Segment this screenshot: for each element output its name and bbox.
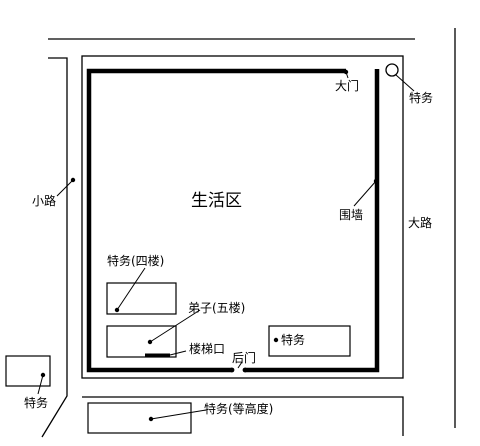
compound-boundary	[81, 55, 404, 379]
label-wall: 围墙	[339, 208, 363, 222]
dot-disciple-fifth-floor	[147, 339, 153, 345]
labels: 生活区 大门 特务 围墙 大路 小路 特务(四楼) 弟子(五楼) 楼梯口 后门 …	[24, 78, 433, 416]
corner-agent-circle	[385, 63, 399, 77]
label-back-gate: 后门	[232, 350, 256, 365]
leader-agent-left	[37, 374, 44, 395]
label-agent-same-height: 特务(等高度)	[204, 401, 273, 416]
building-agent-right	[268, 325, 351, 357]
building-agent-same-height	[87, 402, 192, 434]
dot-agent-left	[40, 372, 46, 378]
label-agent-right-building: 特务	[281, 332, 305, 347]
leader-corner-agent	[395, 74, 415, 92]
leader-path	[56, 179, 74, 197]
left-path-outer-line	[41, 57, 68, 438]
building-agent-left	[5, 355, 51, 387]
dot-back-gate-right	[242, 367, 248, 373]
label-road: 大路	[408, 215, 432, 230]
roads	[41, 28, 456, 438]
leader-agent-fourth-floor	[116, 267, 146, 311]
label-corner-agent: 特务	[409, 90, 433, 105]
dot-wall	[373, 178, 379, 184]
dot-main-gate	[343, 69, 349, 75]
dot-agent-same-height	[148, 416, 154, 422]
building-disciple-fifth-floor	[106, 325, 177, 358]
label-agent-fourth-floor: 特务(四楼)	[107, 253, 164, 268]
leader-lines	[37, 71, 415, 420]
compound-wall	[86, 68, 380, 373]
wall-segment-left	[86, 68, 346, 373]
marker-dots	[40, 69, 379, 422]
label-agent-left: 特务	[24, 395, 48, 410]
leader-stairwell	[169, 350, 187, 356]
dot-agent-fourth-floor	[114, 307, 120, 313]
label-path: 小路	[32, 193, 56, 208]
label-stairwell: 楼梯口	[189, 341, 225, 356]
buildings	[5, 282, 351, 434]
leader-disciple-fifth-floor	[149, 309, 201, 343]
label-main-gate: 大门	[335, 78, 359, 93]
leader-back-gate	[237, 361, 243, 369]
label-disciple-fifth-floor: 弟子(五楼)	[188, 300, 245, 315]
wall-segment-right	[245, 69, 380, 373]
leader-agent-same-height	[150, 409, 207, 420]
label-living-area: 生活区	[191, 191, 242, 211]
dot-path	[70, 177, 76, 183]
back-gate-marker	[171, 368, 175, 372]
leader-wall	[353, 180, 377, 207]
dot-back-gate	[229, 367, 235, 373]
building-agent-fourth-floor	[106, 282, 177, 315]
dot-agent-right-building	[273, 337, 279, 343]
bottom-road-line	[82, 396, 404, 436]
